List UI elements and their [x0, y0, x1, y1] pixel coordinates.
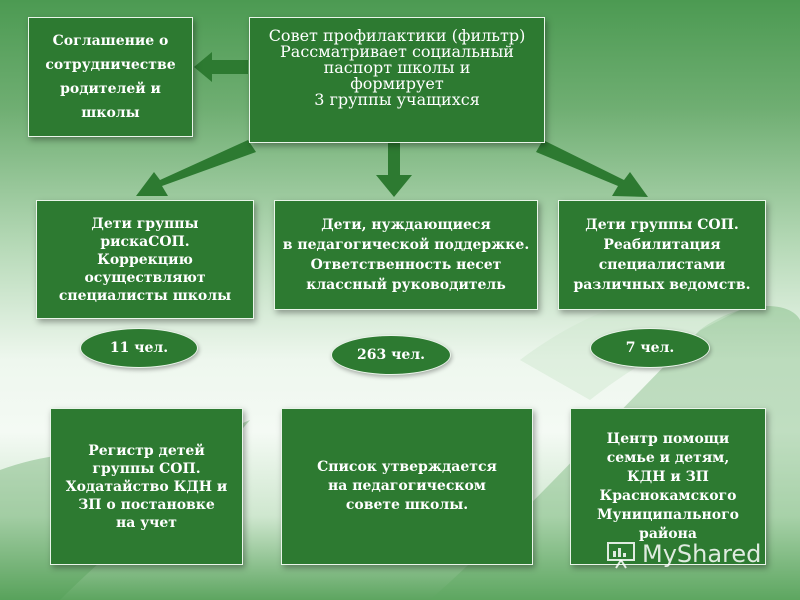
- list-text: Список утверждается на педагогическом со…: [317, 459, 497, 513]
- prevention-council-title: Совет профилактики (фильтр): [268, 26, 526, 45]
- group-risk-box: Дети группы рискаСОП. Коррекцию осуществ…: [36, 200, 254, 319]
- count-risk-badge: 11 чел.: [80, 328, 198, 368]
- myshared-watermark: MyShared: [606, 536, 786, 572]
- registry-box: Регистр детей группы СОП. Ходатайство КД…: [50, 408, 243, 565]
- group-sop-box: Дети группы СОП. Реабилитация специалист…: [558, 200, 766, 310]
- prevention-council-body: Рассматривает социальный паспорт школы и…: [280, 42, 514, 109]
- count-sop-text: 7 чел.: [625, 340, 675, 356]
- group-support-text: Дети, нуждающиеся в педагогической подде…: [282, 217, 530, 293]
- agreement-text: Соглашение о сотрудничестве родителей и …: [45, 33, 176, 121]
- presentation-board-icon: [607, 542, 635, 569]
- prevention-council-box: Совет профилактики (фильтр) Рассматривае…: [249, 17, 545, 143]
- group-risk-text: Дети группы рискаСОП. Коррекцию осуществ…: [58, 215, 232, 304]
- count-support-text: 263 чел.: [357, 347, 425, 363]
- count-sop-badge: 7 чел.: [590, 328, 710, 368]
- list-box: Список утверждается на педагогическом со…: [281, 408, 533, 565]
- count-risk-text: 11 чел.: [109, 340, 169, 356]
- help-center-box: Центр помощи семье и детям, КДН и ЗП Кра…: [570, 408, 766, 565]
- group-support-box: Дети, нуждающиеся в педагогической подде…: [274, 200, 538, 310]
- registry-text: Регистр детей группы СОП. Ходатайство КД…: [65, 442, 228, 531]
- group-sop-text: Дети группы СОП. Реабилитация специалист…: [573, 217, 751, 293]
- count-support-badge: 263 чел.: [331, 335, 451, 375]
- watermark-text: MyShared: [642, 540, 762, 568]
- agreement-box: Соглашение о сотрудничестве родителей и …: [28, 17, 193, 137]
- help-center-text: Центр помощи семье и детям, КДН и ЗП Кра…: [596, 430, 739, 542]
